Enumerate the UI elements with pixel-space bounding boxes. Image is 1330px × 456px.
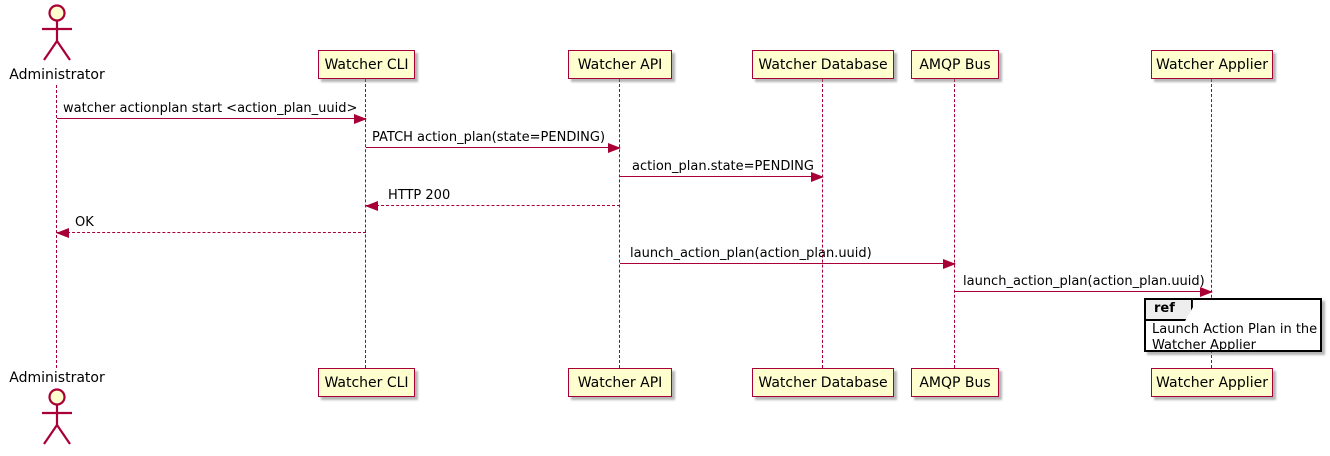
message-2: PATCH action_plan(state=PENDING) xyxy=(366,129,621,153)
lifeline-watcher-applier xyxy=(1211,79,1212,368)
actor-label-bottom: Administrator xyxy=(9,370,105,386)
lifeline-watcher-api xyxy=(619,79,620,368)
participant-top-amqp-bus: AMQP Bus xyxy=(911,50,999,79)
message-1-label: watcher actionplan start <action_plan_uu… xyxy=(63,101,358,116)
ref-body-line2: Watcher Applier xyxy=(1152,338,1256,353)
actor-label-top: Administrator xyxy=(9,67,105,83)
arrowhead-left-icon xyxy=(56,228,69,238)
arrowhead-left-icon xyxy=(365,201,378,211)
lifeline-administrator xyxy=(56,85,57,368)
message-5-label: OK xyxy=(75,215,94,230)
participant-bottom-watcher-api: Watcher API xyxy=(568,368,672,397)
lifeline-amqp-bus xyxy=(954,79,955,368)
actor-icon xyxy=(42,4,72,61)
message-7: launch_action_plan(action_plan.uuid) xyxy=(955,273,1213,297)
message-4: HTTP 200 xyxy=(365,187,620,211)
ref-body-line1: Launch Action Plan in the xyxy=(1152,322,1318,337)
message-7-label: launch_action_plan(action_plan.uuid) xyxy=(963,274,1205,289)
actor-icon xyxy=(42,388,72,445)
participant-top-watcher-database: Watcher Database xyxy=(752,50,894,79)
arrowhead-right-icon xyxy=(354,114,367,124)
lifeline-watcher-database xyxy=(822,79,823,368)
message-3: action_plan.state=PENDING xyxy=(620,158,824,182)
participant-top-watcher-cli: Watcher CLI xyxy=(318,50,415,79)
arrowhead-right-icon xyxy=(1200,287,1213,297)
message-1: watcher actionplan start <action_plan_uu… xyxy=(57,100,367,124)
ref-fragment: ref Launch Action Plan in the Watcher Ap… xyxy=(1144,298,1322,353)
message-3-label: action_plan.state=PENDING xyxy=(632,159,814,174)
participant-bottom-amqp-bus: AMQP Bus xyxy=(911,368,999,397)
message-4-label: HTTP 200 xyxy=(388,188,451,203)
participant-bottom-watcher-applier: Watcher Applier xyxy=(1151,368,1273,397)
message-6: launch_action_plan(action_plan.uuid) xyxy=(620,245,956,269)
participant-top-watcher-applier: Watcher Applier xyxy=(1151,50,1273,79)
participant-bottom-watcher-database: Watcher Database xyxy=(752,368,894,397)
ref-keyword: ref xyxy=(1144,298,1193,321)
message-5: OK xyxy=(56,214,366,238)
arrowhead-right-icon xyxy=(943,259,956,269)
arrowhead-right-icon xyxy=(608,143,621,153)
participant-top-watcher-api: Watcher API xyxy=(568,50,672,79)
message-2-label: PATCH action_plan(state=PENDING) xyxy=(372,130,606,145)
participant-bottom-watcher-cli: Watcher CLI xyxy=(318,368,415,397)
ref-body: Launch Action Plan in the Watcher Applie… xyxy=(1146,300,1320,356)
message-6-label: launch_action_plan(action_plan.uuid) xyxy=(630,246,872,261)
lifeline-watcher-cli xyxy=(365,79,366,368)
arrowhead-right-icon xyxy=(811,172,824,182)
